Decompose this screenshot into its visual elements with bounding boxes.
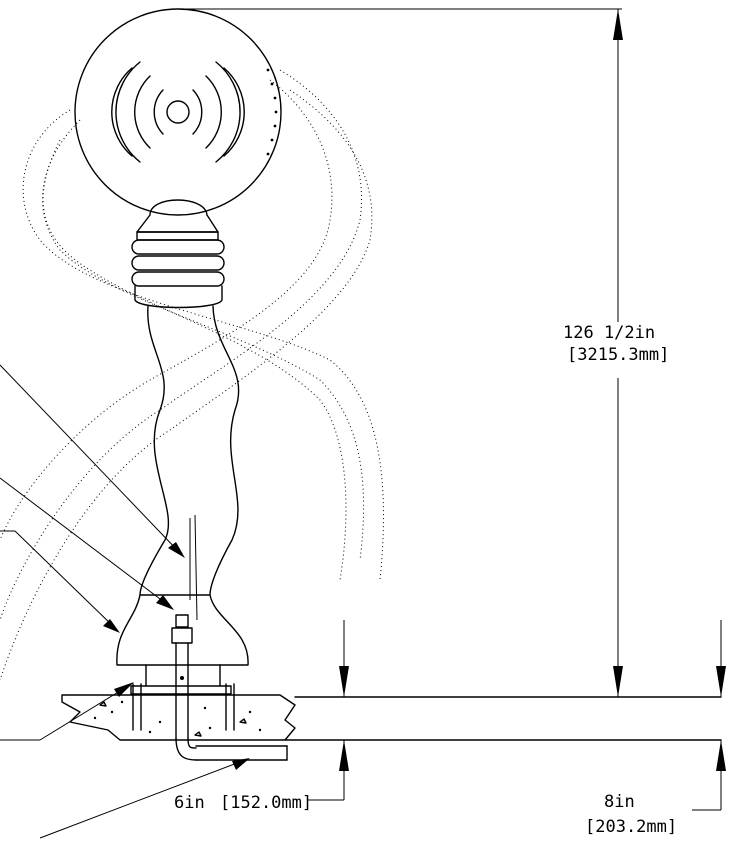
offset-label: 6in — [174, 793, 205, 813]
depth-dimension — [692, 620, 726, 811]
depth-imperial-label: 8in — [604, 792, 635, 812]
depth-metric-label: [203.2mm] — [585, 817, 677, 837]
swing-motion-paths — [0, 69, 384, 681]
callout-leaders — [0, 364, 250, 839]
base-pedestal — [116, 594, 249, 739]
concrete-slab — [61, 683, 722, 741]
anchor-bolts — [132, 683, 235, 731]
height-metric-label: [3215.3mm] — [567, 345, 669, 365]
spray-nozzles — [266, 68, 278, 156]
supply-valve — [171, 614, 193, 739]
offset-metric-label: [152.0mm] — [220, 793, 312, 813]
drain-pipe — [175, 737, 288, 761]
height-imperial-label: 126 1/2in — [563, 323, 655, 343]
height-dimension — [178, 8, 623, 697]
shower-head — [74, 8, 282, 216]
bellows-neck — [131, 199, 225, 309]
concrete-aggregate — [93, 700, 262, 737]
wavy-column — [139, 305, 240, 621]
offset-dimension — [308, 620, 349, 801]
